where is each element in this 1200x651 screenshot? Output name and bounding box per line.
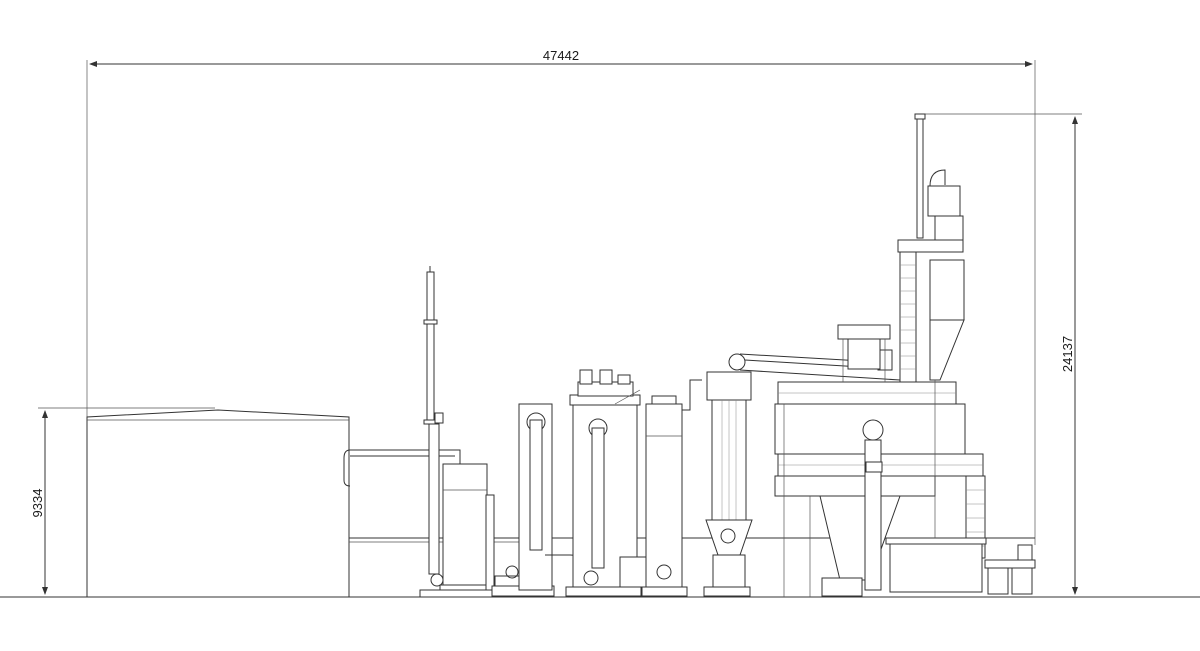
dimension-length-label: 47442: [543, 48, 579, 63]
dimension-overall-length: 47442: [86, 48, 1036, 597]
warehouse-building: [86, 409, 350, 597]
dimension-height-label: 24137: [1060, 336, 1075, 372]
tall-tower: [897, 113, 965, 383]
column-4: [619, 379, 702, 597]
dimension-warehouse-label: 9334: [30, 489, 45, 518]
dimension-warehouse-height: 9334: [30, 407, 215, 595]
hopper-platform: [837, 324, 891, 382]
scrubber-column-2: [518, 403, 587, 591]
exhaust-stack-left: [423, 266, 444, 587]
water-tank-right: [885, 380, 987, 593]
main-structure: [774, 381, 984, 597]
dimension-overall-height: 24137: [924, 113, 1082, 595]
tank-box-1: [419, 463, 495, 598]
pump-set-right: [984, 544, 1036, 595]
filter-unit: [703, 353, 753, 597]
